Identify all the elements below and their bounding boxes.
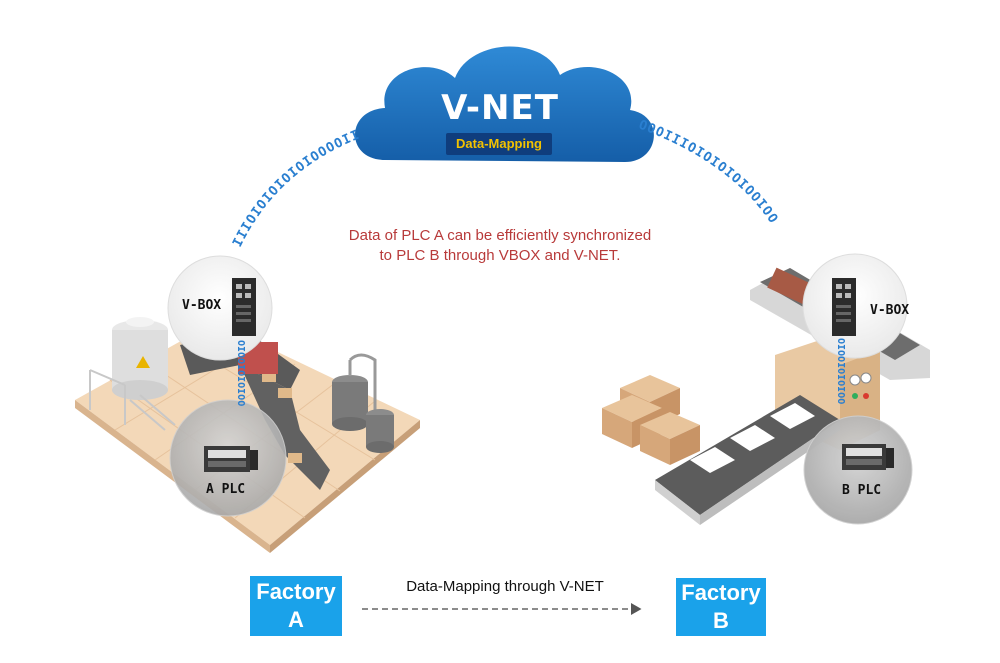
- vbox-device-left: [232, 278, 256, 336]
- plc-label-b: B PLC: [842, 483, 882, 498]
- mapping-label: Data-Mapping through V-NET: [406, 578, 604, 595]
- plc-device-a: [204, 446, 258, 472]
- factory-a-line-1: Factory: [256, 579, 336, 604]
- sync-description-line-1: Data of PLC A can be efficiently synchro…: [348, 227, 652, 244]
- factory-b-line-2: B: [713, 608, 729, 633]
- vbox-label-left: V-BOX: [182, 298, 222, 313]
- cloud-title: V-NET: [441, 88, 559, 128]
- vnet-cloud: [355, 46, 654, 162]
- vbox-device-right: [832, 278, 856, 336]
- factory-b-line-1: Factory: [681, 580, 761, 605]
- binary-link-left: OIOOIOIOIOO: [235, 340, 246, 406]
- factory-a-line-2: A: [288, 607, 304, 632]
- vbox-label-right: V-BOX: [870, 303, 910, 318]
- plc-device-b: [842, 444, 894, 470]
- sync-description-line-2: to PLC B through VBOX and V-NET.: [379, 247, 621, 264]
- factory-a-box: Factory A: [250, 576, 342, 636]
- sync-description: Data of PLC A can be efficiently synchro…: [300, 226, 700, 266]
- plc-label-a: A PLC: [206, 482, 246, 497]
- binary-link-right: OIOOIOIOIOO: [835, 338, 846, 404]
- factory-b-box: Factory B: [676, 578, 766, 636]
- cloud-badge: Data-Mapping: [446, 133, 552, 155]
- binary-arc-right: OOOIIIOIOIOIOIOOIOO: [637, 118, 781, 227]
